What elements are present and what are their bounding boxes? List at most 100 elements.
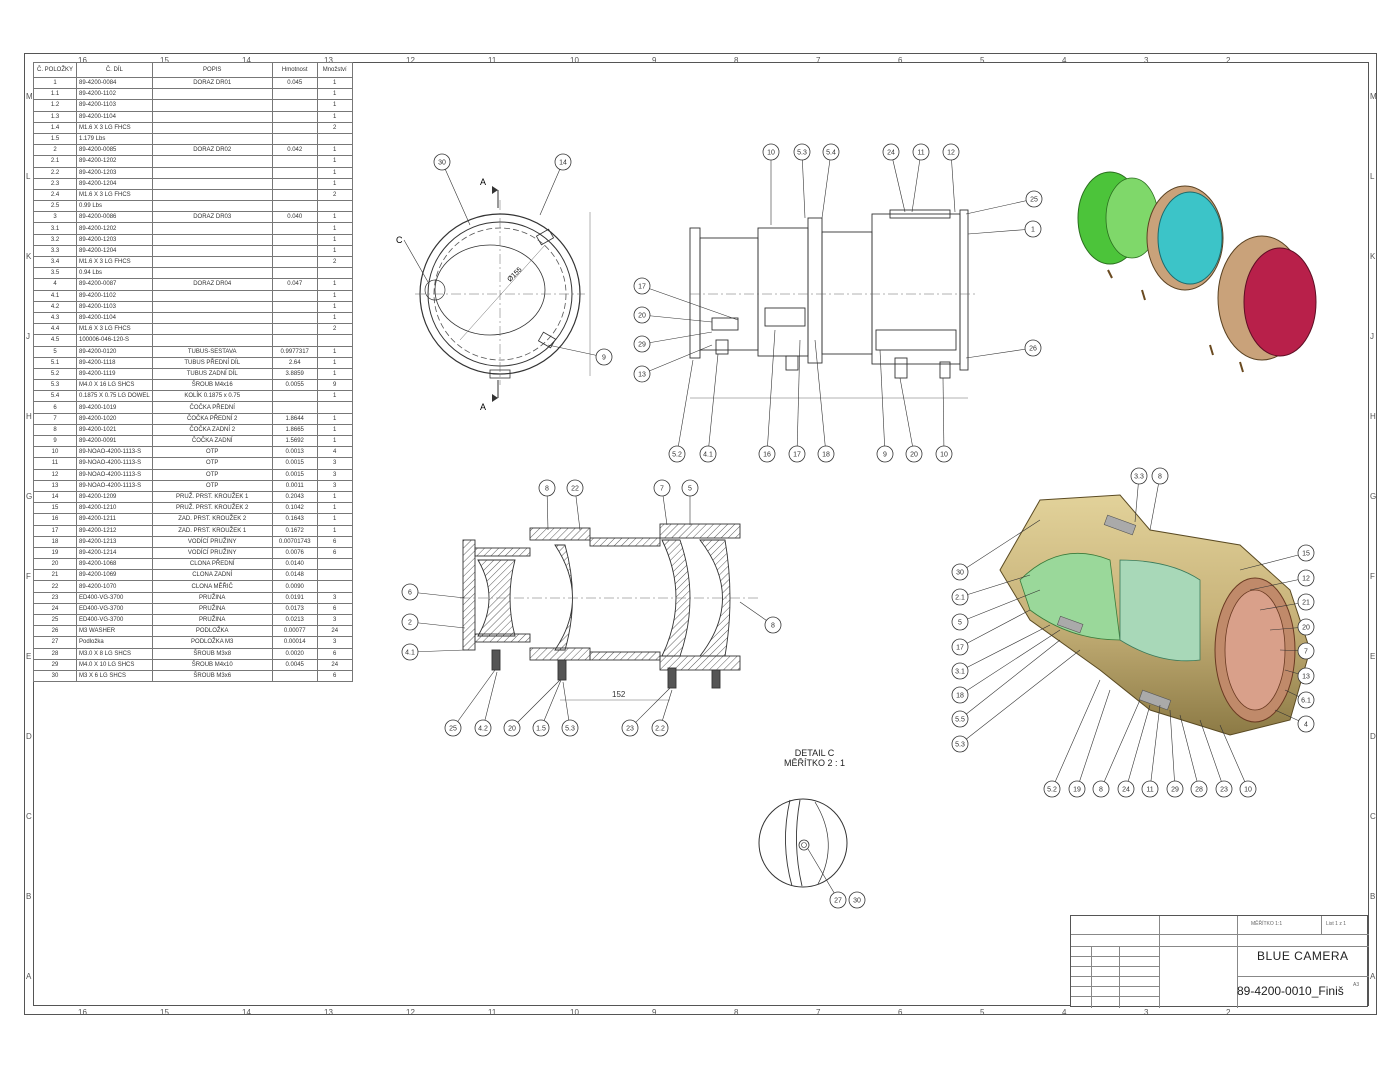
section-spring-3 [667,667,677,689]
callout-leader [482,671,498,729]
section-spring-1 [491,649,501,671]
callout-circle [793,143,811,161]
zone-column-8-bottom: 8 [734,1008,739,1017]
callout-leader [676,359,694,455]
callout-leader [959,574,1031,598]
callout-leader [1076,689,1111,790]
callout-label: 13 [638,372,646,379]
callout-label: 17 [956,645,964,652]
zone-column-7-bottom: 7 [816,1008,821,1017]
callout-label: 23 [626,726,634,733]
zone-row-K-left: K [26,252,32,261]
bom-quantity: 1 [316,244,353,258]
zone-row-M-right: M [1370,92,1377,101]
section-wall-top-1 [474,547,531,557]
side-front-ring [757,227,809,357]
callout-circle [595,348,613,366]
callout-label: 14 [559,160,567,167]
callout-circle [951,588,969,606]
bom-part-number: 89-4200-1202 [76,222,153,235]
callout-leader [965,347,1034,359]
zone-row-H-right: H [1370,412,1376,421]
callout-balloon: 5 [681,479,699,525]
callout-leader [965,198,1035,215]
callout-label: 21 [1302,600,1310,607]
zone-column-7-top: 7 [816,56,821,65]
callout-leader [1249,577,1307,591]
bom-position: 25 [33,613,77,627]
callout-leader [959,624,1051,672]
bom-position: 2.1 [33,155,77,168]
exploded-cyan-lens [1157,191,1223,285]
callout-circle [554,153,572,171]
callout-circle [942,143,960,161]
callout-label: 11 [917,150,924,157]
callout-balloon: 6.1 [1284,689,1315,709]
bom-position: 1.5 [33,132,77,146]
callout-balloon: 13 [1284,667,1315,685]
callout-balloon: 9 [876,349,894,463]
cutaway-mid-lens [1119,559,1201,662]
callout-circle [444,719,462,737]
zone-row-G-left: G [26,492,33,501]
callout-balloon: 27 [829,891,847,909]
section-front-flange [462,539,476,651]
callout-balloon: 25 [965,190,1043,215]
callout-balloon: 28 [1179,714,1208,798]
callout-balloon: 6 [401,583,466,601]
callout-circle [1025,190,1043,208]
callout-circle [1297,667,1315,685]
callout-balloon: 23 [1199,719,1233,798]
callout-circle [1297,691,1315,709]
callout-balloon: 20 [899,377,923,463]
callout-label: 5 [958,620,962,627]
callout-leader [959,629,1061,696]
callout-circle [668,445,686,463]
callout-label: 10 [1244,787,1252,794]
detail-edge-1 [785,799,793,887]
side-top-bracket [889,209,951,219]
callout-label: 27 [834,898,842,905]
callout-label: 10 [767,150,775,157]
exploded-pin-1 [1107,269,1113,279]
callout-label: 30 [956,570,964,577]
drawing-number: 89-4200-0010_Finiš [1237,984,1344,998]
callout-balloon: 8 [1149,467,1169,531]
callout-label: 8 [545,486,549,493]
callout-balloon: 8 [538,479,556,531]
callout-circle [566,479,584,497]
zone-row-F-right: F [1370,572,1375,581]
bom-position: 2.4 [33,188,77,202]
front-diameter-dim: Ø155 [506,266,523,283]
callout-balloon: 2 [401,613,466,631]
callout-balloon: 15 [1239,544,1315,571]
callout-leader [511,679,561,729]
callout-circle [1297,715,1315,733]
callout-label: 18 [956,693,964,700]
lens-rear-2 [661,539,691,657]
zone-column-14-bottom: 14 [242,1008,251,1017]
callout-label: 7 [1304,649,1308,656]
callout-leader [942,377,945,455]
bom-quantity: 1 [316,233,353,246]
front-view: A A C Ø155 [396,177,591,412]
callout-circle [401,613,419,631]
callout-balloon: 3.3 [1130,467,1148,523]
callout-balloon: 11 [1141,704,1161,798]
front-tab-bottom-right [537,331,557,349]
callout-circle [1043,780,1061,798]
callout-balloon: 1.5 [532,679,562,737]
callout-circle [788,445,806,463]
callout-leader [821,151,832,219]
zone-column-16-bottom: 16 [78,1008,87,1017]
bom-quantity: 1 [316,367,353,381]
front-detail-circle [424,279,446,301]
callout-leader [950,151,956,213]
